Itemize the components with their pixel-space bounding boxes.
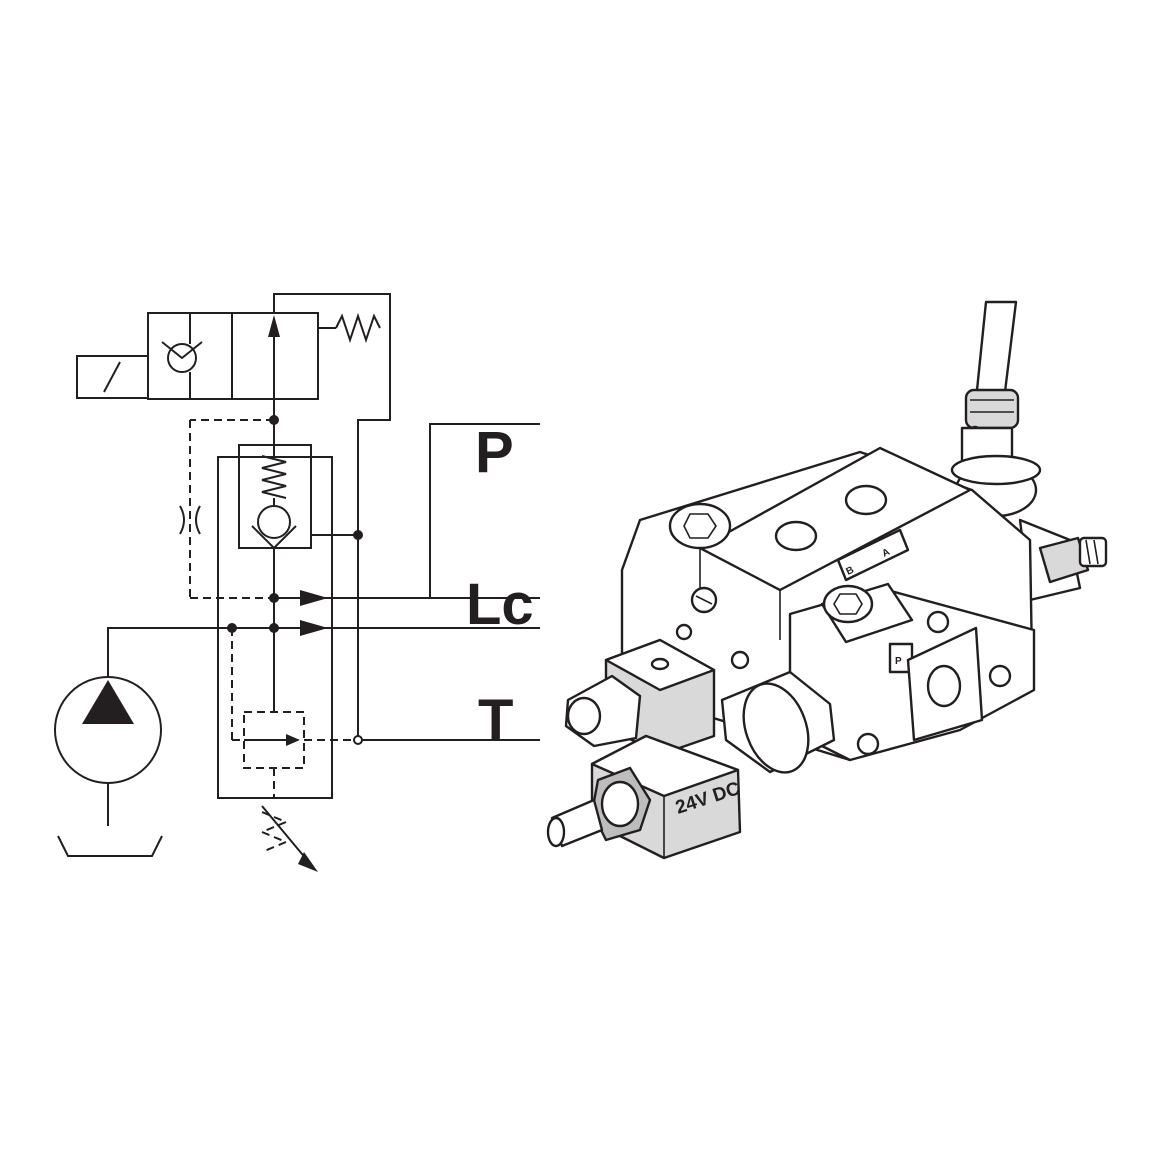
hydraulic-schematic: P Lc T bbox=[54, 293, 540, 872]
adjustable-spring-icon bbox=[259, 811, 289, 853]
screw-4 bbox=[856, 732, 880, 756]
pump-arrow-icon bbox=[82, 680, 134, 724]
p-port-line bbox=[429, 423, 540, 598]
stamp-b: B bbox=[844, 565, 855, 578]
port-hole-1 bbox=[774, 520, 818, 552]
pump-pressure-line bbox=[107, 627, 540, 678]
cable-nut bbox=[964, 388, 1020, 430]
solenoid-valve-symbol bbox=[76, 293, 391, 740]
orifice-icon bbox=[179, 505, 185, 535]
hex-bolt-2 bbox=[822, 584, 874, 624]
ba-plate bbox=[836, 528, 910, 582]
return-spring-icon bbox=[335, 312, 381, 344]
check-spring-icon bbox=[261, 455, 287, 499]
side-nut bbox=[1038, 536, 1090, 584]
check-ball-icon bbox=[167, 343, 197, 373]
port-hole-2 bbox=[844, 484, 888, 516]
hex-bolt-1 bbox=[668, 502, 732, 550]
valve-product-illustration: B A P 24V DC bbox=[546, 300, 1108, 860]
tank-symbol bbox=[57, 835, 163, 857]
p-port-hole bbox=[926, 664, 962, 708]
connector-screw bbox=[650, 657, 670, 671]
stamp-a: A bbox=[880, 547, 891, 560]
flow-arrow-icon bbox=[268, 315, 280, 337]
lc-flow-arrow-icon bbox=[300, 590, 328, 606]
check-ball-icon-2 bbox=[257, 505, 291, 539]
top-face bbox=[698, 446, 972, 592]
stamp-p: P bbox=[895, 656, 902, 667]
adjust-arrow-icon bbox=[298, 852, 318, 872]
port-label-t: T bbox=[478, 688, 513, 753]
control-cable bbox=[974, 300, 1018, 402]
screw-3 bbox=[988, 664, 1012, 688]
screw-5 bbox=[730, 650, 750, 670]
port-label-p: P bbox=[475, 420, 514, 485]
screw-2 bbox=[926, 610, 950, 634]
port-label-lc: Lc bbox=[466, 572, 534, 637]
pilot-check-valve bbox=[238, 444, 312, 549]
